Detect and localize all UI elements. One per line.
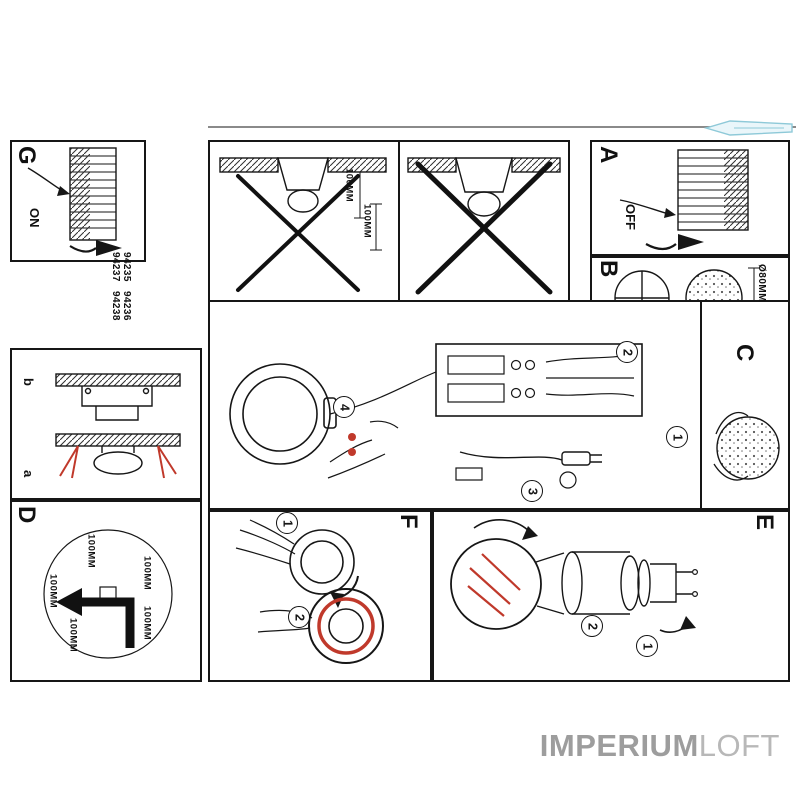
panel-letter-a: A: [595, 146, 623, 164]
mounting-label-b: b: [21, 378, 36, 386]
release-button-dot: [348, 433, 356, 441]
clearance-label: 100MM: [67, 618, 79, 653]
fixture-ring-drawing: [229, 363, 331, 465]
product-code: 94237: [110, 252, 121, 282]
panel-letter-g: G: [13, 146, 41, 165]
hole-diameter-label: Ø80MM: [756, 264, 767, 303]
insert-fixture-drawing: [713, 411, 780, 481]
step-circle-4: 4: [333, 396, 355, 418]
step-circle-2: 2: [581, 615, 603, 637]
panel-warnings: [208, 140, 570, 302]
switch-arrow-icon: [678, 234, 704, 250]
switch-arrow-icon: [96, 240, 122, 256]
bulb-install-drawing: [450, 519, 699, 633]
spring-clip-drawing: [59, 445, 177, 479]
wire-arrowhead: [664, 208, 676, 218]
prohibition-x-icon: [415, 161, 553, 295]
hand-drawing: [327, 420, 399, 479]
step-circle-1: 1: [636, 635, 658, 657]
power-off-label: OFF: [623, 204, 638, 230]
prohibition-x-icon: [236, 174, 360, 292]
shop-logo-icon: [704, 120, 793, 136]
watermark-part1: IMPERIUM: [539, 728, 699, 763]
mounting-bracket-drawing: [55, 373, 181, 479]
panel-letter-e: E: [751, 514, 779, 531]
direction-arrowhead: [56, 588, 82, 616]
product-code: 94238: [110, 291, 121, 321]
hand-drawing: [235, 519, 296, 565]
highlighted-ring: [317, 597, 375, 655]
step-circle-1: 1: [276, 512, 298, 534]
clearance-label: 100MM: [141, 606, 153, 641]
watermark-part2: LOFT: [698, 728, 780, 763]
watermark: IMPERIUMLOFT: [540, 728, 780, 764]
clearance-label: 100MM: [343, 168, 355, 203]
panel-letter-b: B: [595, 260, 623, 278]
trim-ring-drawing: [235, 519, 384, 664]
crossed-lamp-drawing-right: [407, 157, 561, 295]
power-cable-drawing: [459, 451, 563, 461]
speckled-hole-drawing: [716, 416, 780, 480]
direction-arrow-shaft: [82, 597, 135, 648]
mounting-label-a: a: [21, 470, 36, 478]
clearance-label: 100MM: [361, 204, 373, 239]
panel-wiring: [208, 300, 790, 510]
panel-divider: [700, 302, 702, 508]
panel-letter-f: F: [395, 514, 423, 529]
panel-e: [432, 510, 790, 682]
panel-f: [208, 510, 432, 682]
panel-divider: [398, 142, 400, 300]
sheet-top-edge: [208, 126, 796, 128]
wire-arrowhead: [57, 186, 70, 196]
clearance-label: 100MM: [47, 574, 59, 609]
junction-box-drawing: [435, 343, 643, 417]
power-plug-drawing: [561, 451, 591, 466]
step-circle-2: 2: [288, 606, 310, 628]
rotate-arrowhead: [680, 616, 696, 630]
panel-letter-c: C: [731, 344, 759, 362]
panel-a: [590, 140, 790, 256]
step-circle-3: 3: [521, 480, 543, 502]
rotate-arrowhead: [522, 526, 538, 540]
step-circle-1: 1: [666, 426, 688, 448]
clearance-label: 100MM: [141, 556, 153, 591]
panel-mounting: [10, 348, 202, 500]
clearance-label: 100MM: [85, 534, 97, 569]
bulb-filament-lines: [467, 553, 521, 617]
step-circle-2: 2: [616, 341, 638, 363]
product-code: 94235: [121, 252, 132, 282]
terminal-block-off-drawing: [619, 149, 749, 251]
panel-d: [10, 500, 202, 682]
bulb-drawing: [450, 538, 542, 630]
power-on-label: ON: [27, 208, 42, 228]
product-code: 94236: [121, 291, 132, 321]
wiring-steps-drawing: [229, 343, 643, 489]
terminal-block-on-drawing: [27, 147, 122, 256]
clearance-circle-drawing: [43, 529, 173, 659]
socket-drawing: [650, 563, 677, 603]
crossed-lamp-drawing-left: [219, 157, 387, 292]
panel-letter-d: D: [13, 506, 41, 524]
product-codes: 94235 94236 94237 94238: [110, 252, 132, 354]
release-button-dot: [348, 448, 356, 456]
panel-g: [10, 140, 146, 262]
